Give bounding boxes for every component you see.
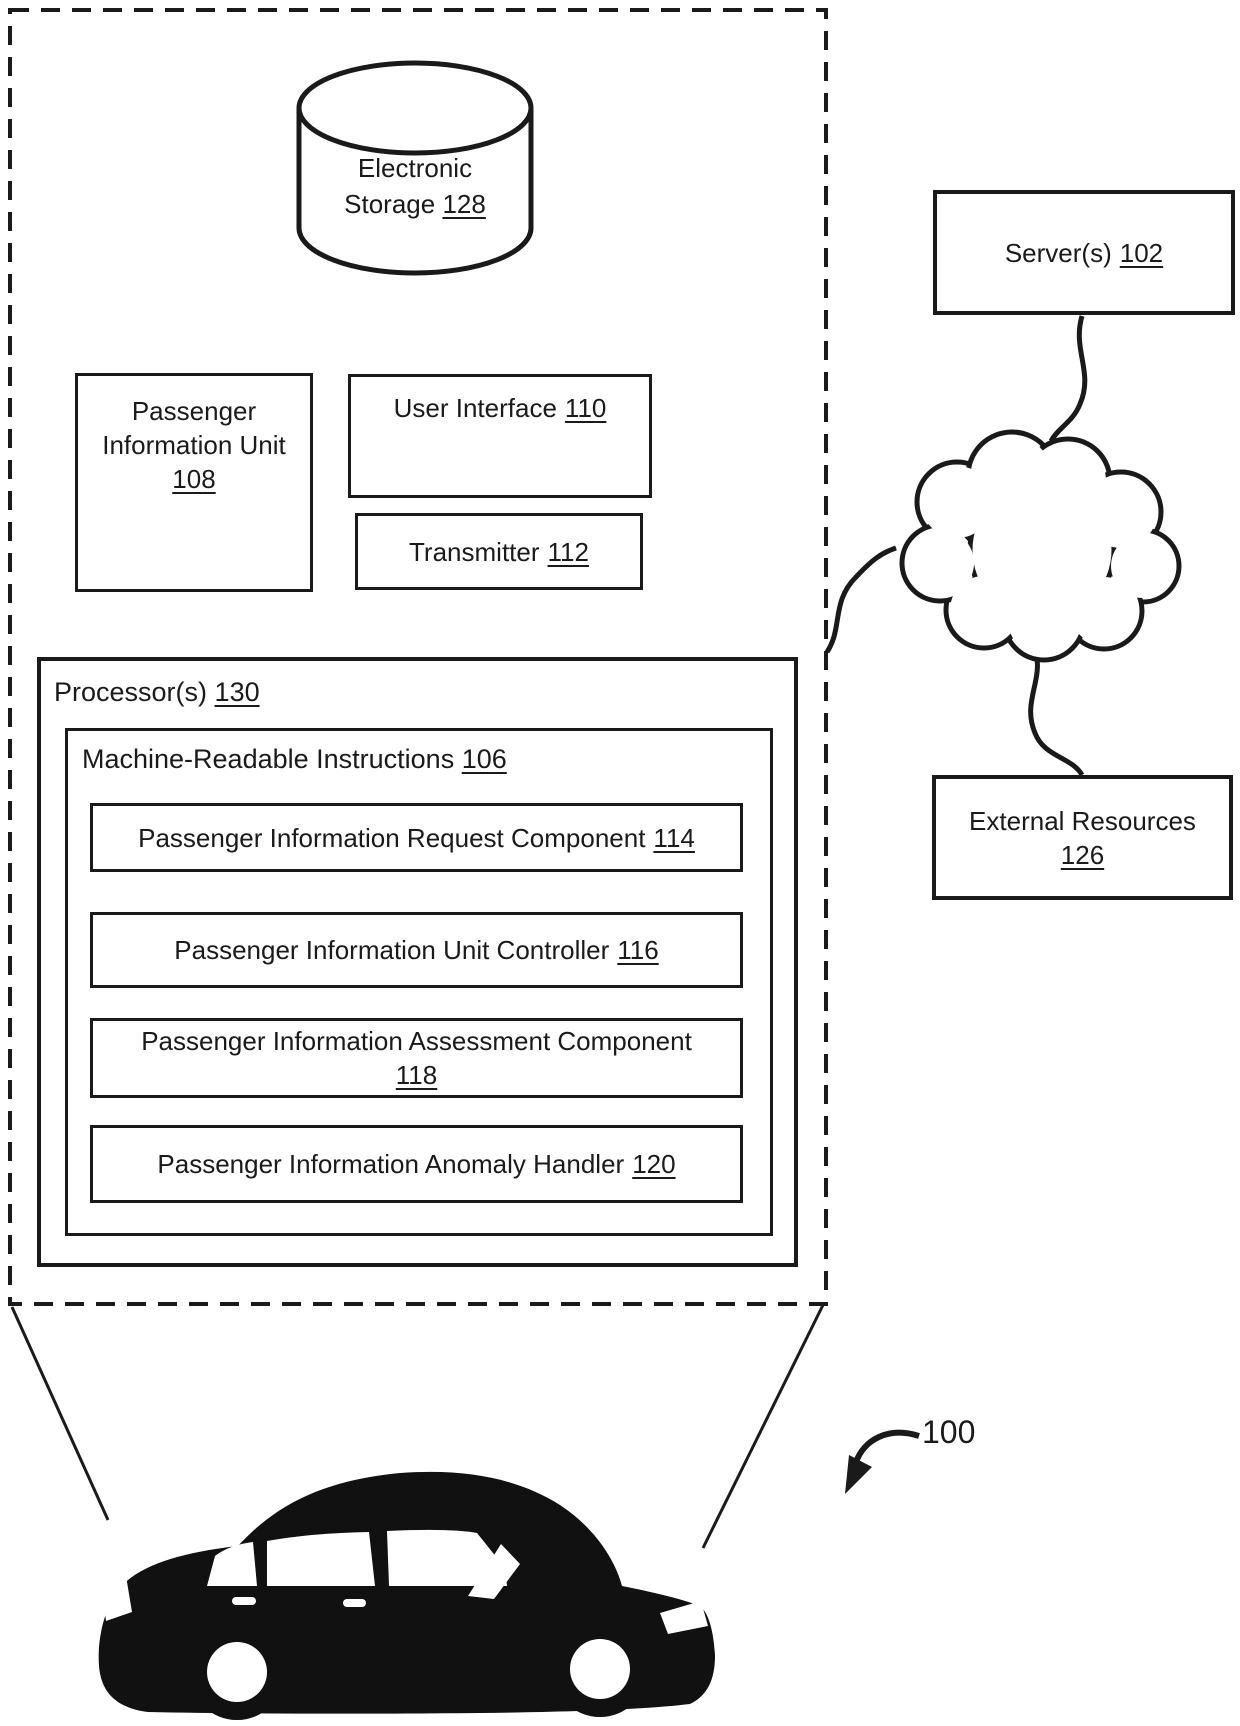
passenger-information-unit-ref: 108: [172, 464, 216, 494]
car-silhouette-icon: [98, 1471, 716, 1720]
component-118-label: Passenger Information Assessment Compone…: [141, 1026, 692, 1056]
zoom-line-right: [701, 1304, 825, 1549]
external-resources-label: External Resources: [969, 805, 1196, 836]
transmitter-ref: 112: [547, 536, 589, 567]
machine-readable-instructions-ref: 106: [461, 744, 507, 774]
component-116-label: Passenger Information Unit Controller: [174, 935, 610, 965]
external-resources-box: External Resources 126: [932, 775, 1233, 900]
connector-cloud-boundary: [824, 545, 897, 654]
network-cloud-icon: [899, 429, 1182, 663]
connector-cloud-external: [1028, 651, 1085, 777]
system-boundary-dashed-box: [8, 8, 828, 1306]
component-120-label: Passenger Information Anomaly Handler: [157, 1149, 625, 1179]
machine-readable-instructions-box: Machine-Readable Instructions 106: [65, 728, 773, 1236]
connector-servers-cloud: [1048, 315, 1088, 443]
electronic-storage-label: Electronic Storage 128: [315, 150, 515, 222]
component-118-ref: 118: [395, 1060, 438, 1090]
passenger-information-anomaly-handler-box: Passenger Information Anomaly Handler 12…: [90, 1125, 743, 1203]
electronic-storage-text: Electronic Storage: [344, 153, 473, 219]
processors-box: Processor(s) 130: [37, 657, 798, 1267]
zoom-line-left: [10, 1306, 110, 1521]
component-120-ref: 120: [632, 1149, 676, 1179]
passenger-information-assessment-component-box: Passenger Information Assessment Compone…: [90, 1018, 743, 1098]
component-116-ref: 116: [617, 935, 659, 965]
servers-ref: 102: [1119, 237, 1164, 268]
figure-ref-label: 100: [922, 1414, 976, 1450]
servers-label: Server(s): [1004, 237, 1112, 268]
machine-readable-instructions-label: Machine-Readable Instructions: [82, 744, 455, 774]
user-interface-ref: 110: [564, 393, 607, 423]
user-interface-label: User Interface: [393, 393, 557, 423]
passenger-information-request-component-box: Passenger Information Request Component …: [90, 803, 743, 872]
database-cylinder-icon: [296, 60, 534, 276]
servers-box: Server(s) 102: [933, 190, 1235, 315]
passenger-information-unit-controller-box: Passenger Information Unit Controller 11…: [90, 912, 743, 988]
passenger-information-unit-box: Passenger Information Unit 108: [75, 373, 313, 592]
component-114-label: Passenger Information Request Component: [138, 822, 646, 853]
external-resources-ref: 126: [1060, 839, 1105, 870]
component-114-ref: 114: [653, 822, 695, 853]
processors-ref: 130: [214, 677, 260, 707]
processors-label: Processor(s): [54, 677, 208, 707]
transmitter-box: Transmitter 112: [355, 513, 643, 590]
transmitter-label: Transmitter: [409, 536, 540, 567]
passenger-information-unit-label: Passenger Information Unit: [102, 396, 286, 460]
electronic-storage-ref: 128: [442, 189, 486, 219]
figure-ref-arrow-icon: [845, 1429, 920, 1494]
user-interface-box: User Interface 110: [348, 374, 652, 498]
